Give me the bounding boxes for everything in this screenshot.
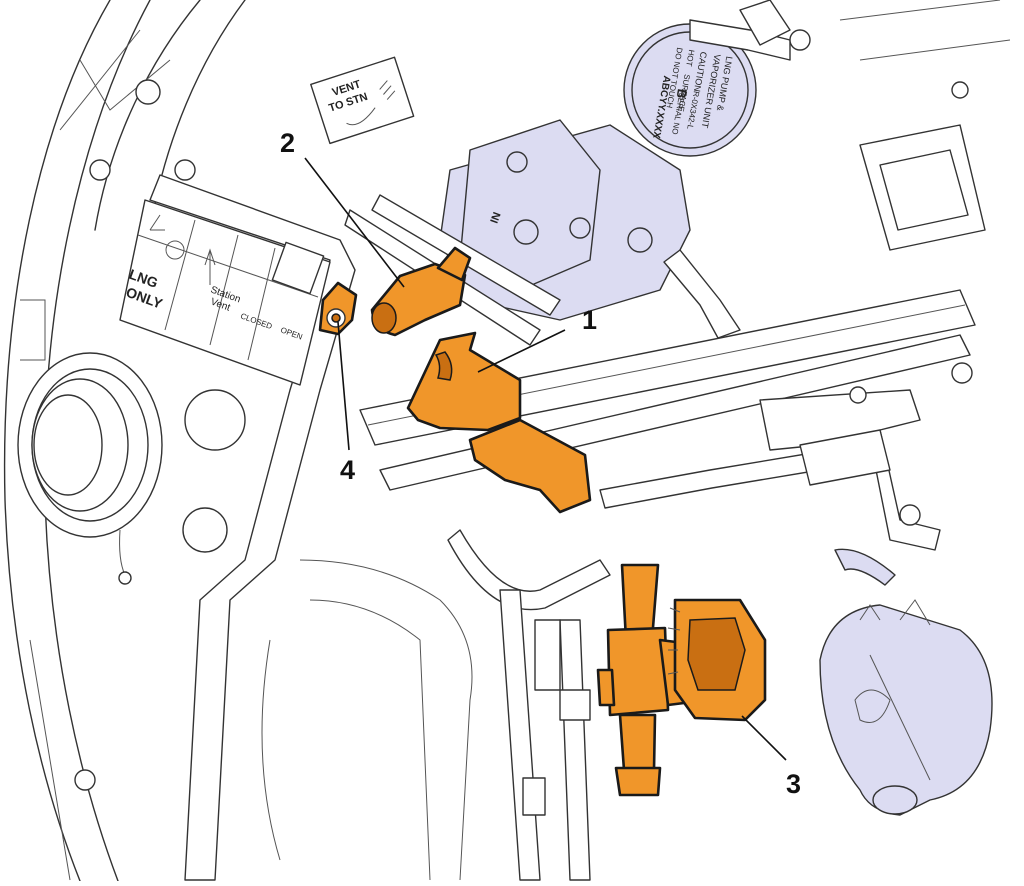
panel-knob — [318, 281, 358, 336]
callout-3: 3 — [741, 715, 801, 799]
callout-4: 4 — [337, 321, 355, 485]
dust-cap — [819, 548, 993, 816]
callout-1: 1 — [477, 305, 597, 373]
tank-frame — [3, 0, 246, 882]
fill-receptacle — [17, 352, 246, 585]
right-bracket — [759, 0, 1011, 551]
vent-to-stn-sign: VENT TO STN — [310, 56, 415, 145]
ground-icon — [165, 240, 185, 260]
svg-text:HOT: HOT — [684, 49, 696, 67]
control-panel: LNG ONLY Station Vent CLOSED OPEN — [119, 174, 356, 881]
callout-2: 2 — [280, 128, 405, 288]
retaining-clip — [834, 548, 896, 586]
manual-valve — [596, 563, 767, 797]
vent-valve-handle — [406, 331, 592, 514]
warning-decal — [271, 241, 325, 295]
arrow-up-icon — [204, 248, 216, 285]
arrow-icon — [149, 214, 165, 231]
svg-text:1: 1 — [582, 305, 597, 335]
svg-text:3: 3 — [786, 769, 801, 799]
lng-pump: LNG PUMP & VAPORIZER UNIT CAUTION HOT SU… — [439, 23, 757, 321]
svg-text:4: 4 — [340, 455, 355, 485]
pump-letter-b: B — [674, 88, 690, 100]
protective-cap — [370, 246, 472, 337]
in-port-label: IN — [489, 211, 504, 225]
svg-text:2: 2 — [280, 128, 295, 158]
